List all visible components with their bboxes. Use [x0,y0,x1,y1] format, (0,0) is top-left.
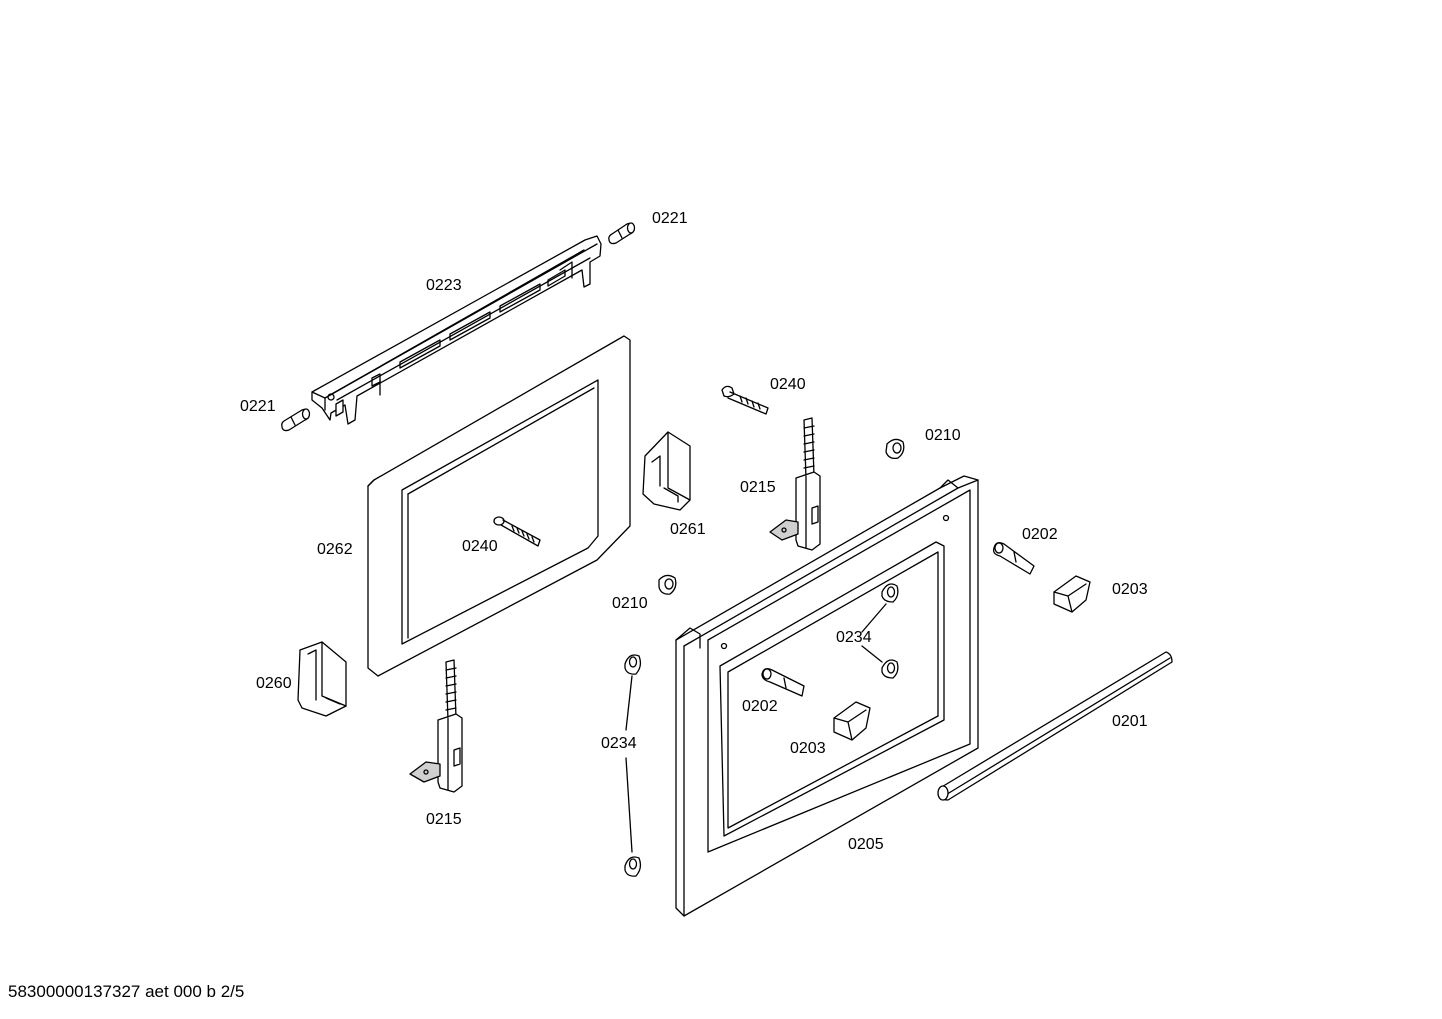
label-0215-bottom: 0215 [426,811,462,828]
catch-0203-right [1054,576,1090,612]
inner-glass-panel-0262 [368,336,630,676]
label-0203-inner: 0203 [790,740,826,757]
bumper-0234-left-b [625,857,640,876]
bolt-0240-middle [494,517,540,546]
outer-door-0205 [676,476,978,916]
label-0223: 0223 [426,277,462,294]
label-0201: 0201 [1112,713,1148,730]
label-0260: 0260 [256,675,292,692]
handle-bar-0201 [938,652,1172,800]
bumper-0234-inner-b [882,660,898,678]
hinge-pin-0202-inner [762,669,804,696]
bushing-0210-top [886,439,904,458]
label-0221-left: 0221 [240,398,276,415]
label-0210-top: 0210 [925,427,961,444]
hinge-pin-0202-right [994,543,1034,574]
hinge-cover-0260 [298,642,346,716]
label-0240-top: 0240 [770,376,806,393]
label-0234-left: 0234 [601,735,637,752]
hinge-0215-left [410,660,462,792]
label-0210-middle: 0210 [612,595,648,612]
label-0203-right: 0203 [1112,581,1148,598]
leader-0234-left [626,676,632,852]
catch-0203-inner [834,702,870,740]
pin-0221-left [282,409,310,431]
hinge-0215-right [770,418,820,550]
top-rail-0223 [312,236,601,424]
label-0221-top: 0221 [652,210,688,227]
leader-0234-inner [862,604,886,662]
label-0202-inner: 0202 [742,698,778,715]
label-0240-middle: 0240 [462,538,498,555]
drawing-reference-footer: 58300000137327 aet 000 b 2/5 [8,982,245,1001]
hinge-cover-0261 [643,432,690,510]
pin-0221-top [609,223,635,244]
label-0215-right: 0215 [740,479,776,496]
label-0234-inner: 0234 [836,629,872,646]
bumper-0234-left-a [625,655,640,674]
bolt-0240-top [722,386,768,414]
label-0261: 0261 [670,521,706,538]
label-0202-right: 0202 [1022,526,1058,543]
bumper-0234-inner-a [882,584,898,602]
bushing-0210-middle [659,575,676,594]
label-0262: 0262 [317,541,353,558]
label-0205: 0205 [848,836,884,853]
